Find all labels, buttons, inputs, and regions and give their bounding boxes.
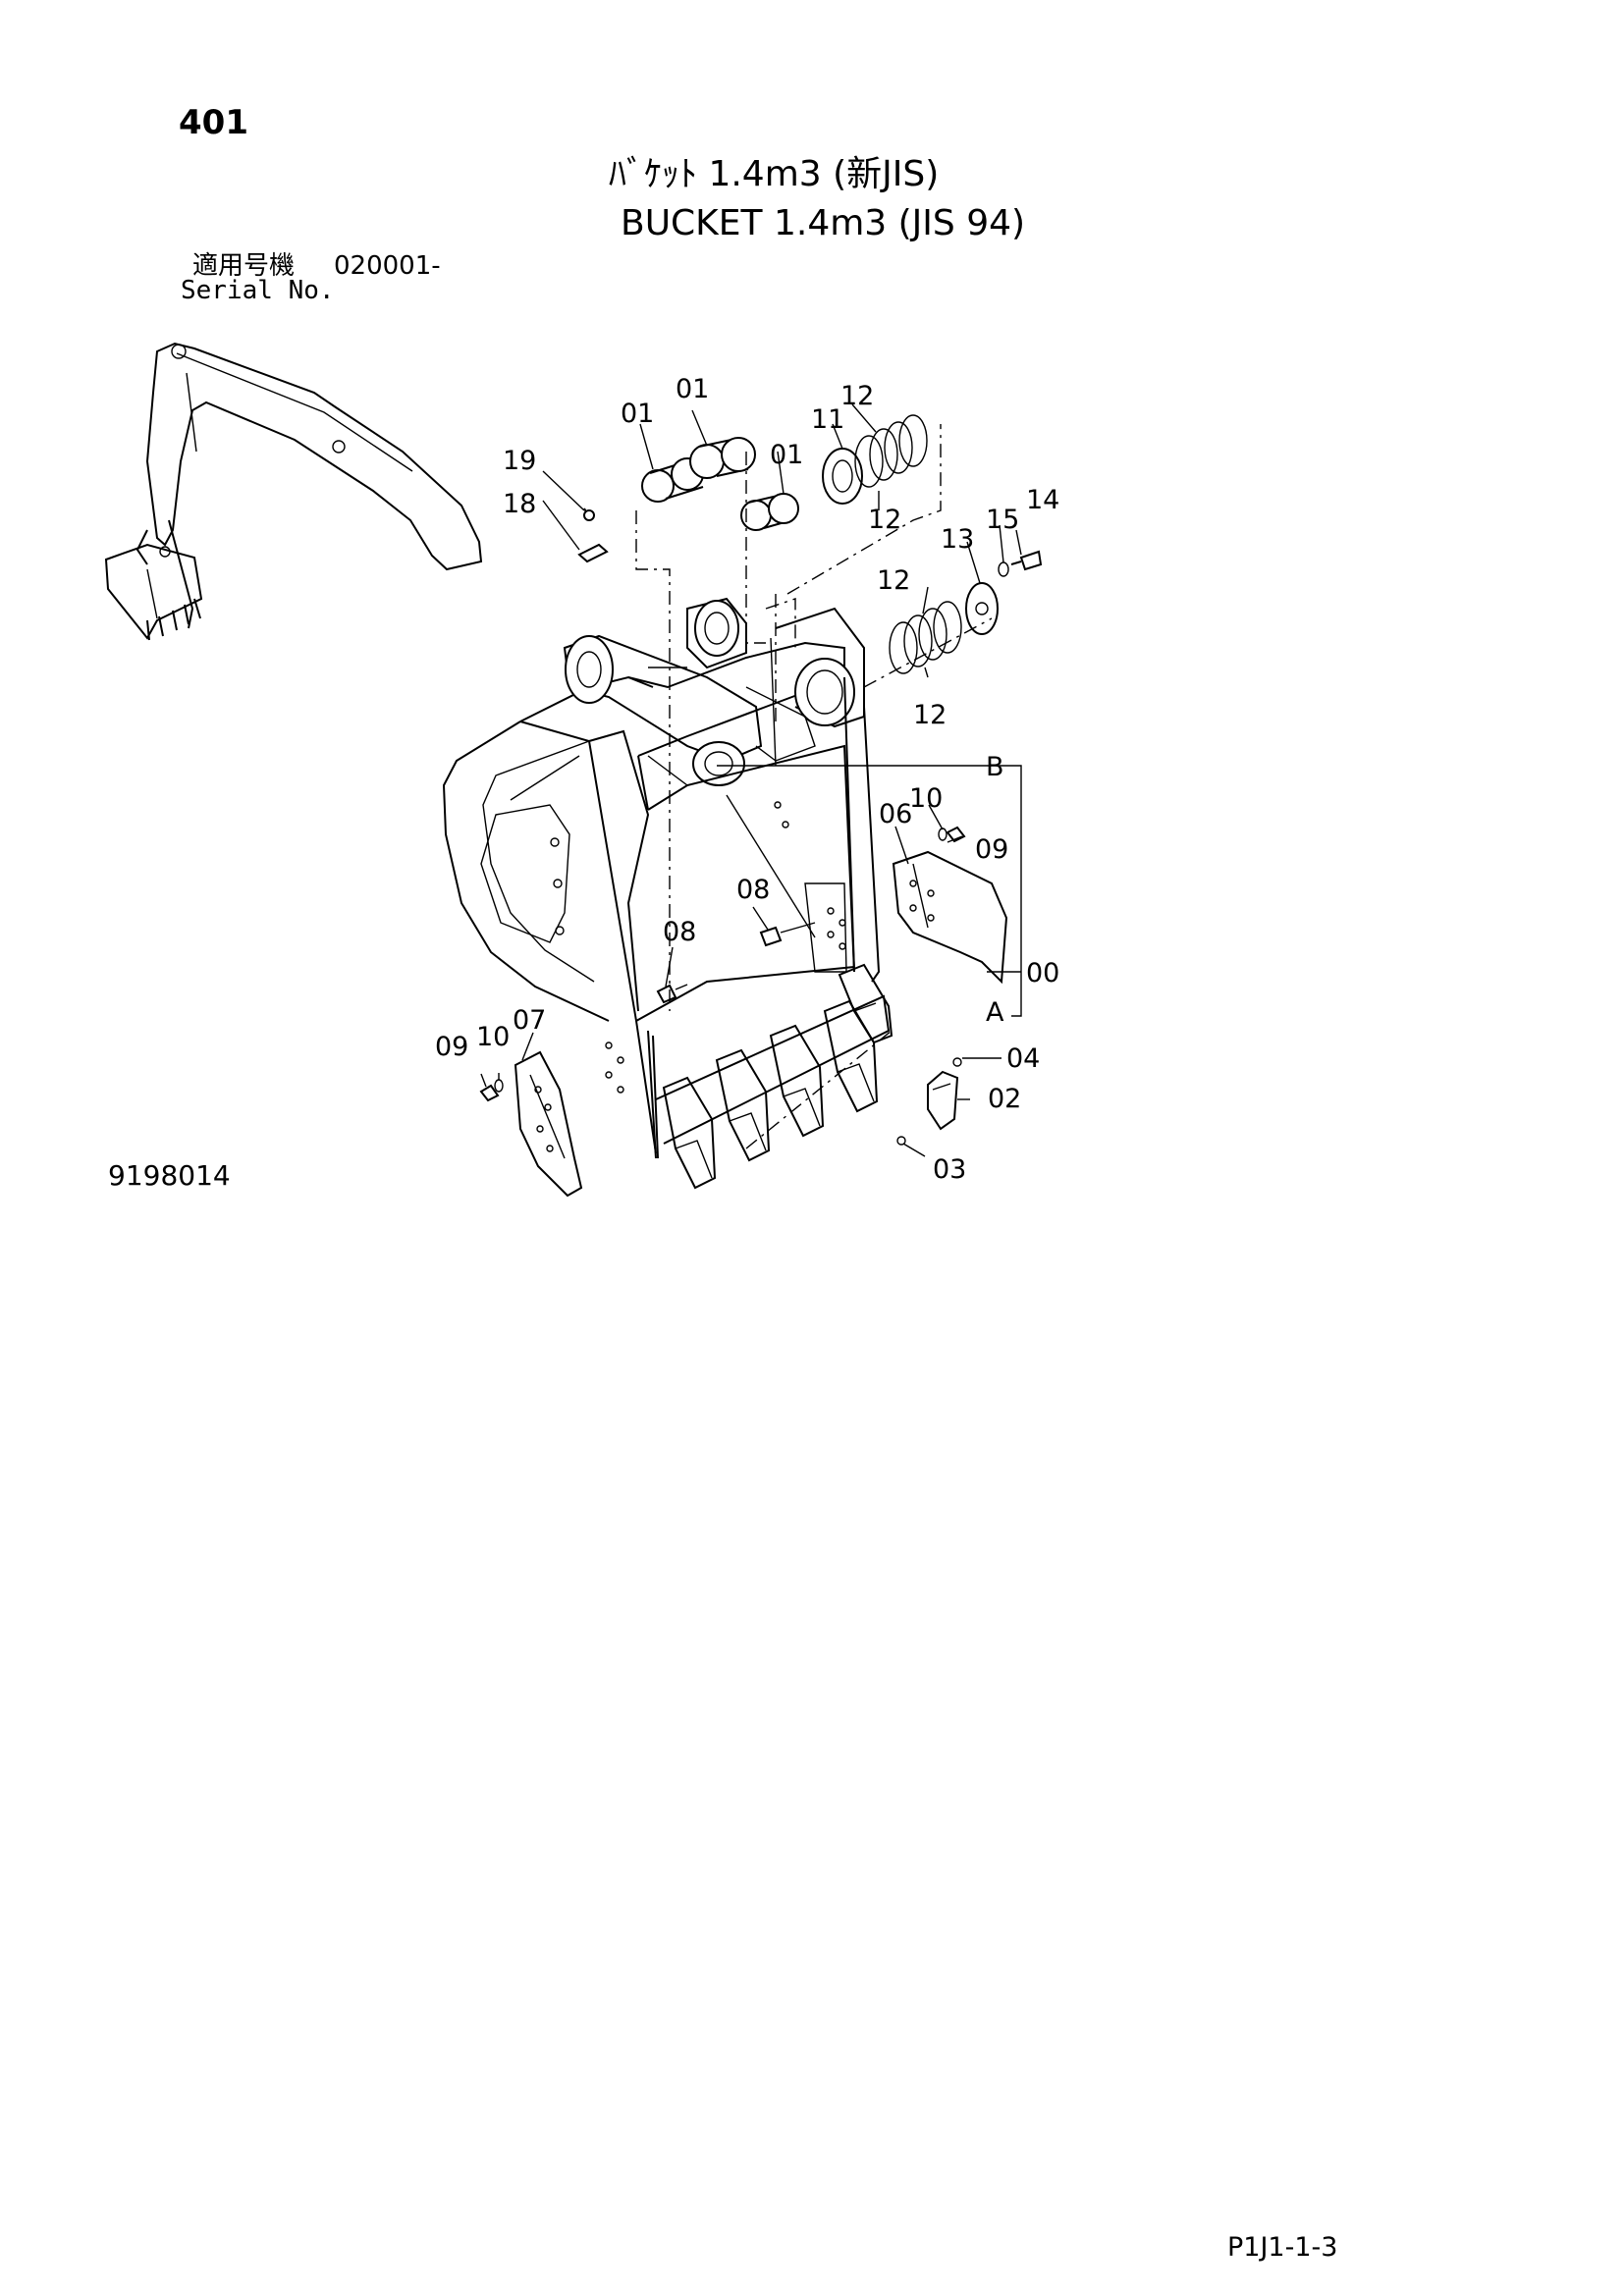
drawing-id: 9198014 [108,1159,231,1192]
serial-label-english: Serial No. [181,276,335,305]
serial-value: 020001- [334,251,441,281]
page-code: P1J1-1-3 [1227,2232,1338,2263]
callout-leaders [480,403,1022,1157]
callout-B: B [986,752,1004,782]
callout-12: 12 [913,700,947,730]
callout-10: 10 [909,783,943,814]
title-english: BUCKET 1.4m3 (JIS 94) [621,203,1026,243]
o-rings-and-seals [577,414,1043,674]
tooth-tip-detail [896,1057,962,1146]
callout-13: 13 [941,524,974,555]
callout-03: 03 [933,1154,966,1185]
callout-labels: 01 01 01 11 12 12 12 12 13 14 15 18 19 0… [435,374,1059,1185]
assembly-centerlines [635,424,993,1149]
callout-12: 12 [868,505,901,535]
side-cutter-left [479,1050,583,1198]
callout-10: 10 [476,1022,510,1052]
callout-01: 01 [676,374,709,404]
callout-04: 04 [1006,1043,1040,1074]
bucket-teeth [662,963,893,1190]
excavator-arm-thumbnail [104,342,483,641]
page-number: 401 [179,103,248,142]
callout-07: 07 [513,1005,546,1036]
callout-01: 01 [770,440,803,470]
callout-01: 01 [621,399,654,429]
callout-14: 14 [1026,485,1059,515]
callout-08: 08 [736,875,770,905]
callout-18: 18 [503,489,536,519]
callout-12: 12 [840,381,874,411]
callout-12: 12 [877,565,910,596]
callout-09: 09 [975,834,1008,865]
callout-09: 09 [435,1032,468,1062]
callout-02: 02 [988,1084,1021,1114]
bucket-body [442,597,891,1159]
side-cutter-right [656,826,1008,1004]
callout-06: 06 [879,799,912,829]
callout-19: 19 [503,446,536,476]
callout-15: 15 [986,505,1019,535]
callout-00: 00 [1026,958,1059,988]
callout-A: A [986,997,1004,1028]
serial-label-japanese: 適用号機 [192,251,296,281]
callout-11: 11 [811,404,844,435]
callout-08: 08 [663,917,696,947]
title-japanese: ﾊﾞｹｯﾄ 1.4m3 (新JIS) [609,154,940,194]
